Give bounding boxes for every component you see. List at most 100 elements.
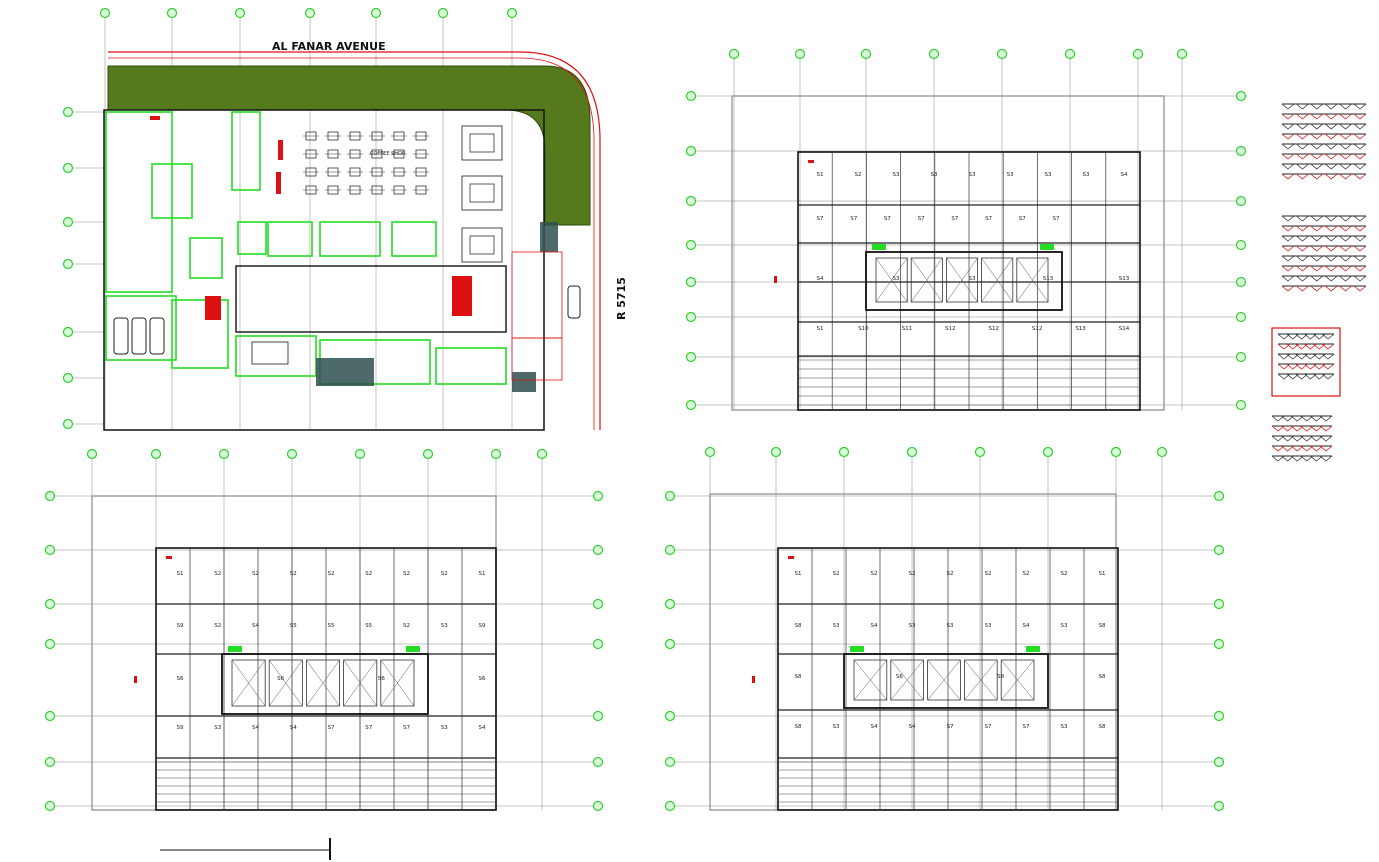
grid-bubble xyxy=(1235,239,1247,251)
service-core xyxy=(221,653,429,715)
detail-zigzag xyxy=(1353,265,1367,272)
room-label: S1 xyxy=(817,326,824,332)
grid-bubble xyxy=(685,311,697,323)
room-label: S2 xyxy=(290,571,297,577)
detail-zigzag xyxy=(1353,153,1367,160)
meeting-table xyxy=(251,341,289,365)
room-label: S2 xyxy=(214,571,221,577)
lounge-table-top xyxy=(469,235,495,255)
detail-zigzag xyxy=(1286,353,1300,360)
detail-zigzag xyxy=(1281,153,1295,160)
detail-zigzag xyxy=(1296,225,1309,232)
room-label: S8 xyxy=(1099,674,1106,680)
detail-zigzag xyxy=(1281,215,1295,222)
grid-bubble xyxy=(592,598,604,610)
grid-bubble xyxy=(592,756,604,768)
detail-zigzag xyxy=(1310,275,1324,282)
room-label: S4 xyxy=(1121,172,1128,178)
detail-zigzag xyxy=(1277,343,1291,350)
detail-zigzag xyxy=(1290,435,1304,442)
lift-cross xyxy=(380,659,415,707)
road-edge xyxy=(108,51,601,430)
detail-zigzag xyxy=(1339,265,1352,272)
detail-zigzag xyxy=(1339,133,1352,140)
room-label: S7 xyxy=(365,725,372,731)
detail-zigzag xyxy=(1290,445,1304,452)
detail-zigzag xyxy=(1310,123,1324,130)
detail-zigzag xyxy=(1353,133,1367,140)
detail-zigzag xyxy=(1310,163,1324,170)
grid-bubble xyxy=(664,490,676,502)
grid-bubble xyxy=(1213,638,1225,650)
detail-zigzag xyxy=(1353,245,1367,252)
detail-zigzag xyxy=(1324,173,1338,180)
grid-bubble xyxy=(62,418,74,430)
detail-zigzag xyxy=(1310,133,1324,140)
lift-shaft xyxy=(927,659,961,701)
detail-zigzag xyxy=(1339,275,1352,282)
room-label: S2 xyxy=(365,571,372,577)
detail-zigzag xyxy=(1310,153,1324,160)
core-marker xyxy=(872,244,886,250)
detail-zigzag xyxy=(1295,373,1308,380)
grid-bubble xyxy=(44,756,56,768)
grid-bubble xyxy=(1213,598,1225,610)
detail-zigzag xyxy=(1281,445,1294,452)
grid-bubble xyxy=(62,216,74,228)
lift-shaft xyxy=(946,257,979,303)
lounge-table-top xyxy=(469,183,495,203)
detail-zigzag xyxy=(1339,215,1352,222)
grid-bubble xyxy=(592,710,604,722)
lift-shaft xyxy=(1000,659,1035,701)
room-label: S3 xyxy=(969,172,976,178)
room-label: S3 xyxy=(931,172,938,178)
lounge-table-top xyxy=(469,133,495,153)
detail-zigzag xyxy=(1324,245,1338,252)
detail-zigzag xyxy=(1324,255,1338,262)
detail-zigzag xyxy=(1296,215,1309,222)
red-marker xyxy=(788,556,794,559)
core-marker xyxy=(1040,244,1054,250)
room-label: S8 xyxy=(795,724,802,730)
grid-bubble xyxy=(1235,399,1247,411)
detail-zigzag xyxy=(1281,455,1294,462)
room-label: S2 xyxy=(252,571,259,577)
coffee-shop-label: COFFEE SHOP xyxy=(370,151,405,157)
detail-zigzag xyxy=(1353,225,1367,232)
room-label: S6 xyxy=(896,674,903,680)
room-label: S3 xyxy=(947,623,954,629)
room-label: S7 xyxy=(918,216,925,222)
room-label: S2 xyxy=(1023,571,1030,577)
detail-zigzag xyxy=(1271,425,1285,432)
detail-zigzag xyxy=(1286,373,1300,380)
room-label: S3 xyxy=(893,172,900,178)
lounge-table xyxy=(461,227,503,263)
room-label: S4 xyxy=(909,724,916,730)
lift-shaft xyxy=(305,659,340,707)
lounge-table xyxy=(461,125,503,161)
detail-zigzag xyxy=(1290,425,1304,432)
detail-zigzag xyxy=(1281,163,1295,170)
red-marker xyxy=(752,676,755,683)
lift-cross xyxy=(946,257,978,303)
room-label: S3 xyxy=(833,724,840,730)
detail-zigzag xyxy=(1296,133,1309,140)
detail-zigzag xyxy=(1312,373,1326,380)
grid-bubble xyxy=(664,544,676,556)
detail-zigzag xyxy=(1353,113,1367,120)
detail-zigzag xyxy=(1296,143,1309,150)
grid-bubble xyxy=(86,448,98,460)
detail-zigzag xyxy=(1296,163,1309,170)
detail-zigzag xyxy=(1312,353,1326,360)
room-label: S7 xyxy=(951,216,958,222)
grid-bubble xyxy=(370,7,382,19)
detail-zigzag xyxy=(1281,123,1295,130)
lift-shaft xyxy=(964,659,998,701)
grid-bubbles xyxy=(44,7,1247,812)
grid-bubble xyxy=(62,372,74,384)
grid-bubble xyxy=(728,48,740,60)
grid-bubble xyxy=(44,710,56,722)
detail-zigzag xyxy=(1304,353,1317,360)
